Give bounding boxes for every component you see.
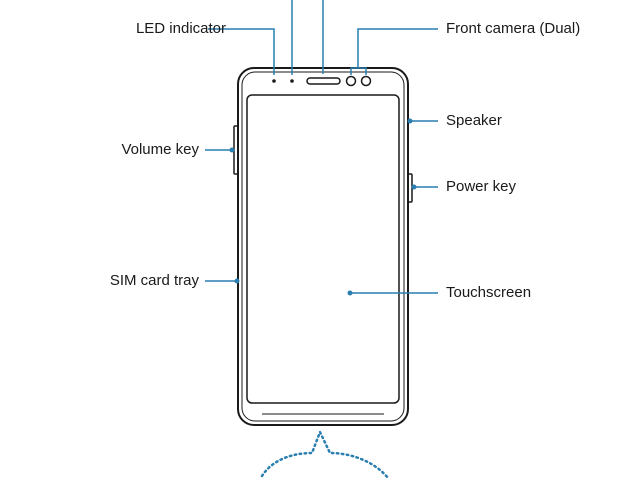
- label-touchscreen: Touchscreen: [446, 284, 532, 301]
- sim-card-tray-dot: [234, 278, 240, 284]
- speaker-dot: [407, 118, 413, 124]
- label-speaker: Speaker: [446, 112, 502, 129]
- front-camera-leader-arm: [357, 28, 438, 68]
- phone-outer-frame: [237, 67, 409, 426]
- front-camera-lens-1: [345, 75, 357, 87]
- touchscreen-display: [246, 94, 400, 404]
- label-volume-key: Volume key: [121, 141, 199, 158]
- label-power-key: Power key: [446, 178, 517, 195]
- power-key-button: [407, 173, 413, 203]
- led-indicator-dot-2: [290, 79, 294, 83]
- leader-lines: [205, 0, 438, 294]
- top-bezel-features: [272, 75, 372, 87]
- label-front-camera: Front camera (Dual): [446, 20, 581, 37]
- front-camera-lens-2: [360, 75, 372, 87]
- leader-dots: [229, 118, 417, 296]
- label-led-indicator: LED indicator: [135, 20, 226, 37]
- bottom-dotted-callout: [260, 428, 390, 480]
- phone-body: [237, 67, 409, 426]
- label-sim-card-tray: SIM card tray: [109, 272, 199, 289]
- led-indicator-dot-1: [272, 79, 276, 83]
- volume-key-button: [233, 125, 239, 175]
- side-buttons: [233, 125, 413, 203]
- power-key-dot: [411, 184, 417, 190]
- led-indicator-leader: [208, 28, 275, 75]
- touchscreen-dot: [347, 290, 353, 296]
- volume-key-dot: [229, 147, 235, 153]
- bottom-dotted-arc: [260, 428, 390, 480]
- phone-inner-frame: [241, 71, 405, 422]
- earpiece-slot: [306, 77, 341, 85]
